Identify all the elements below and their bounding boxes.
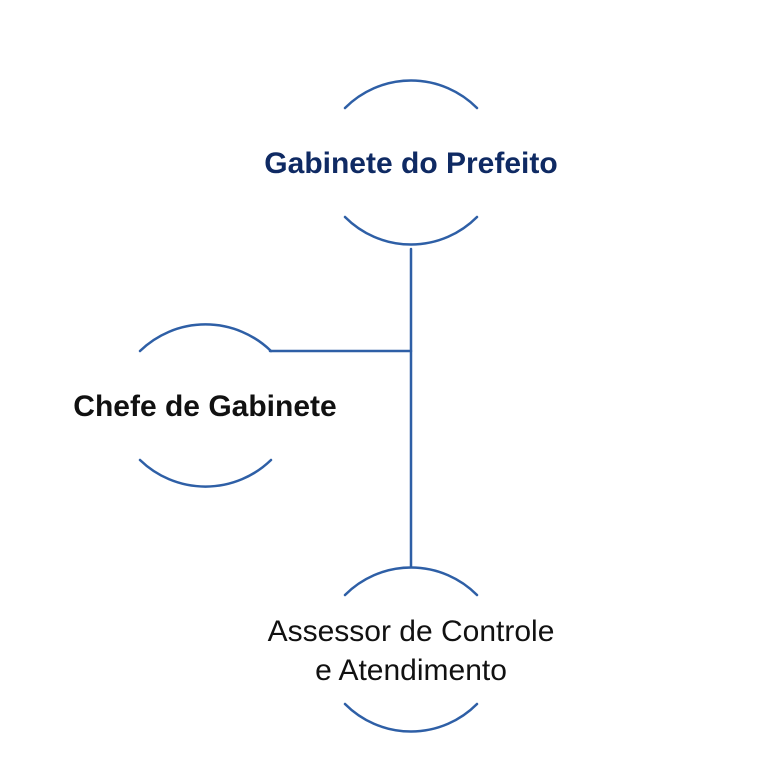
node-top-arc-lower: [343, 215, 479, 246]
node-assessor-de-controle[interactable]: Assessor de Controle e Atendimento: [268, 566, 555, 733]
node-top-arc-upper: [343, 79, 479, 110]
node-left-label: Chefe de Gabinete: [73, 390, 336, 423]
node-bottom-arc-upper: [343, 566, 479, 597]
node-left-arc-upper: [138, 323, 273, 353]
node-bottom-arc-lower: [343, 702, 479, 733]
node-bottom-label-line1: Assessor de Controle: [268, 615, 555, 648]
node-bottom-label-line2: e Atendimento: [315, 654, 507, 687]
node-gabinete-do-prefeito[interactable]: Gabinete do Prefeito: [264, 79, 558, 246]
node-chefe-de-gabinete[interactable]: Chefe de Gabinete: [73, 323, 337, 488]
node-left-arc-lower: [138, 458, 273, 488]
connectors: [268, 247, 413, 568]
node-top-label: Gabinete do Prefeito: [264, 147, 557, 180]
